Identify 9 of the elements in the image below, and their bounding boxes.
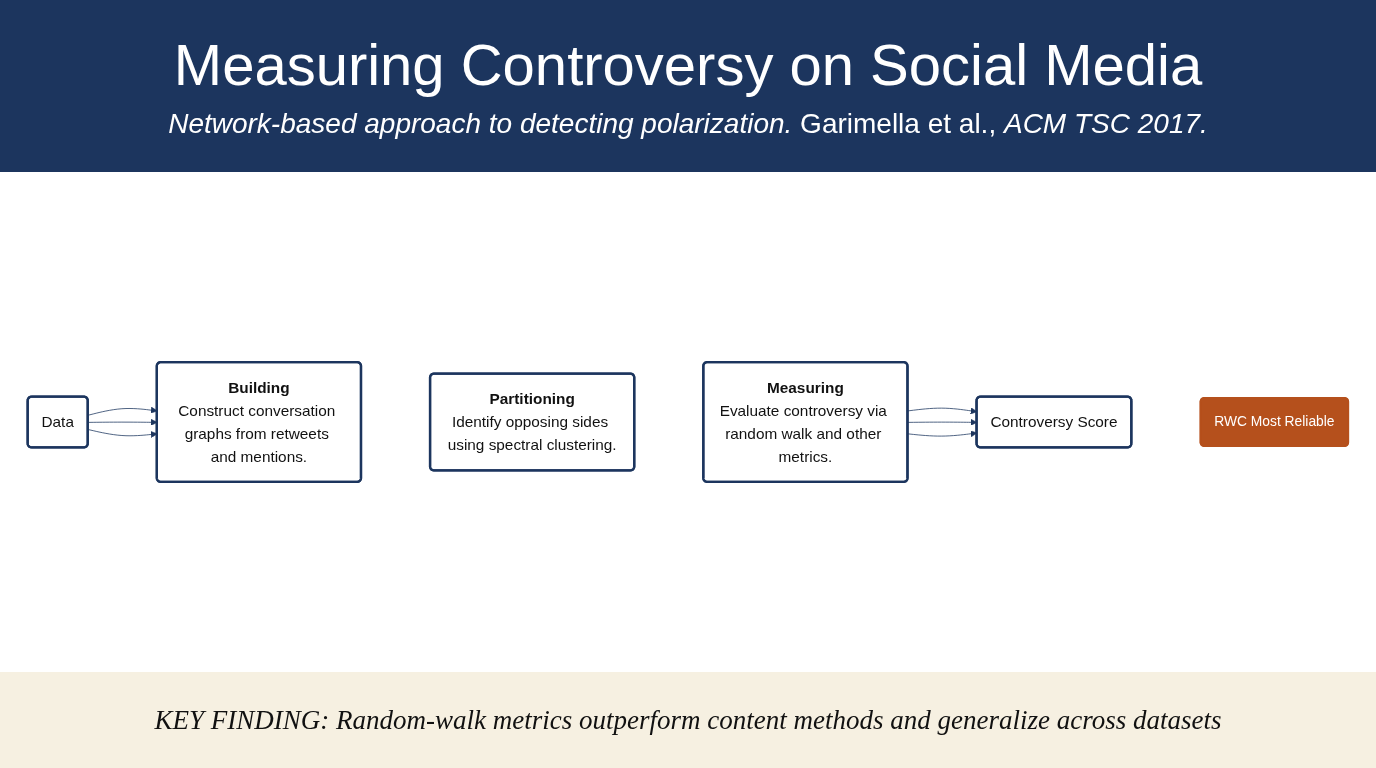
stage-card: Measuring Evaluate controversy via random walk and other metrics. (702, 361, 909, 483)
title-text: Measuring Controversy on Social Media (173, 31, 1203, 99)
highlight-tag: RWC Most Reliable (1199, 397, 1350, 447)
stage-card: Building Construct conversation graphs from retweets and mentions. (155, 361, 363, 483)
caption-text: KEY FINDING: Random-walk metrics outperform content methods and generalize across datasets (154, 704, 1222, 736)
stage-card: Partitioning Identify opposing sides using spectral clustering. (428, 372, 636, 472)
result-box: Controversy Score (975, 395, 1133, 449)
source-box: Data (26, 395, 89, 449)
subtitle-text: Network-based approach to detecting polarization. Garimella et al., ACM TSC 2017. (168, 106, 1208, 141)
